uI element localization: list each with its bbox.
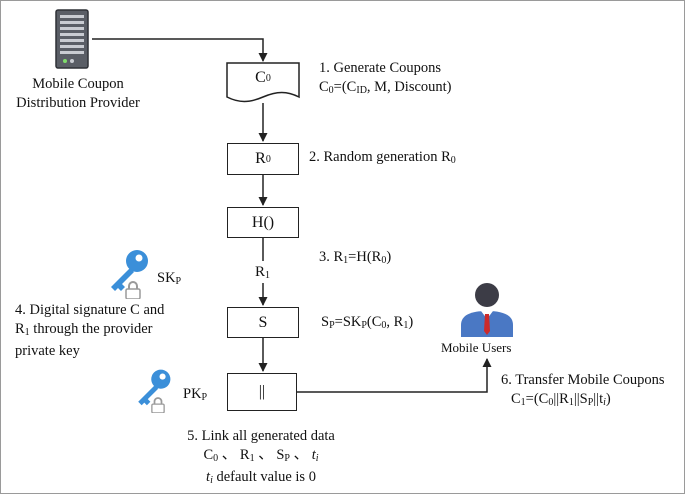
step-4-label: 4. Digital signature C and R1 through th… bbox=[15, 302, 165, 359]
step-6-label: 6. Transfer Mobile Coupons C1=(C0||R1||S… bbox=[501, 371, 665, 412]
step-5-default-note: ti default value is 0 bbox=[206, 469, 316, 486]
pk-label: PKP bbox=[183, 386, 208, 403]
arrow-provider-to-c0 bbox=[92, 38, 268, 62]
step-5-label: 5. Link all generated data C0 、 R1 、 SP … bbox=[161, 427, 361, 490]
server-icon bbox=[55, 9, 89, 69]
lock-icon bbox=[125, 281, 141, 299]
step-1-label: 1. Generate Coupons C0=(CID, M, Discount… bbox=[319, 59, 452, 100]
arrow-link-to-users bbox=[297, 358, 492, 393]
key-icon bbox=[138, 369, 171, 406]
document-box-c0-shape bbox=[226, 62, 300, 103]
step-3-label: 3. R1=H(R0) bbox=[319, 249, 392, 266]
box-hash: H() bbox=[227, 207, 299, 238]
step-1-formula: C0=(CID, M, Discount) bbox=[319, 79, 452, 96]
box-sign: S bbox=[227, 307, 299, 338]
lock-icon bbox=[151, 397, 165, 413]
key-icon bbox=[111, 250, 148, 291]
step-5-data-list: C0 、 R1 、 SP 、 ti bbox=[203, 447, 319, 464]
mobile-users-label: Mobile Users bbox=[441, 340, 512, 355]
flow-label-r1: R1 bbox=[255, 264, 271, 281]
box-link: || bbox=[227, 373, 297, 411]
step-6-formula: C1=(C0||R1||SP||ti) bbox=[511, 391, 611, 408]
provider-label: Mobile Coupon Distribution Provider bbox=[16, 76, 140, 111]
step-2-label: 2. Random generation R0 bbox=[309, 149, 456, 166]
sk-label: SKP bbox=[157, 270, 182, 287]
signature-formula: SP=SKP(C0, R1) bbox=[321, 314, 414, 331]
user-icon bbox=[461, 283, 513, 337]
